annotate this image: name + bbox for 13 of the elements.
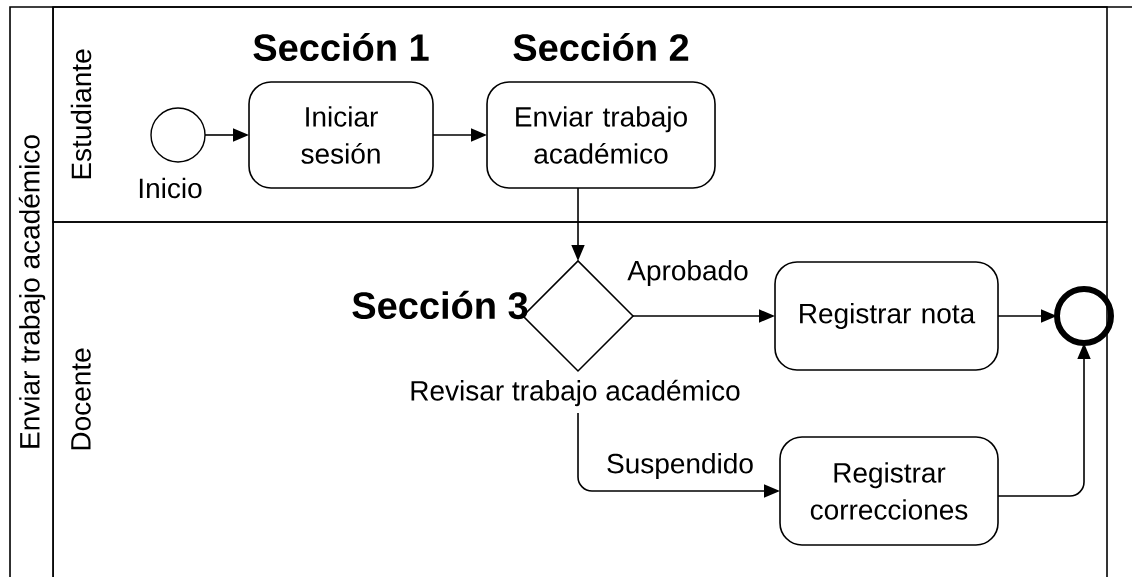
start-event-circle [150, 107, 206, 163]
edge-label: Suspendido [605, 451, 755, 481]
edge-label: Aprobado [626, 258, 750, 288]
section-heading: Sección 3 [352, 290, 528, 320]
gateway-label: Revisar trabajo académico [411, 379, 740, 407]
section-heading: Sección 2 [513, 32, 689, 62]
task-box: Registrar nota [774, 261, 999, 371]
task-box: Enviar trabajo académico [486, 81, 716, 189]
task-box: Iniciar sesión [248, 81, 434, 189]
section-heading: Sección 1 [253, 32, 429, 62]
task-box: Registrar correcciones [779, 436, 999, 546]
inicio-label: Inicio [139, 177, 202, 199]
end-event-circle [1054, 286, 1114, 346]
